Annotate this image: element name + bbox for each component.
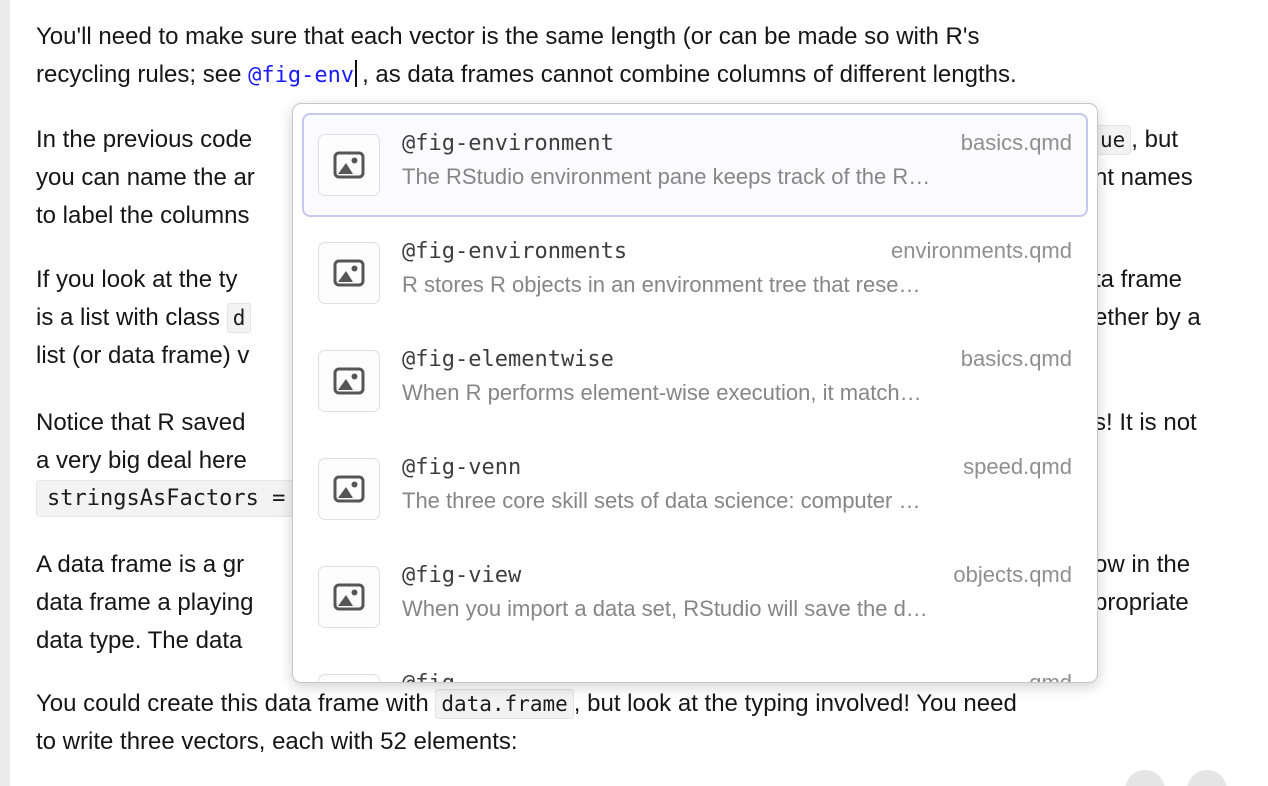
editor-line: to label the columns [0,197,1268,235]
paragraph-text: you can name the ar [36,164,255,191]
completion-item-partial[interactable]: @fig-… …qmd [302,653,1088,683]
editor-line: is a list with class d ether by a [0,299,1268,337]
editor-line: data type. The data [0,622,1268,660]
paragraph-text: ue, but [1094,121,1178,159]
editor-line: list (or data frame) v [0,337,1268,375]
image-icon [318,566,380,628]
completion-source-file: …qmd [1007,670,1072,683]
paragraph-text: You could create this data frame with [36,690,436,717]
inline-code: ue [1094,125,1132,155]
completion-description: The three core skill sets of data scienc… [402,488,921,513]
completion-item-fig-environment[interactable]: @fig-environment basics.qmd The RStudio … [302,113,1088,217]
paragraph-text: to write three vectors, each with 52 ele… [36,728,518,755]
editor-line: data frame a playing propriate [0,584,1268,622]
editor-gutter [0,0,10,786]
image-icon [318,674,380,682]
figure-reference: @fig-env [248,63,355,88]
paragraph-text: You could create this data frame with da… [36,685,1017,723]
completion-source-file: objects.qmd [953,562,1072,587]
completion-label: @fig-… [402,671,481,682]
completion-description: R stores R objects in an environment tre… [402,272,921,297]
completion-label: @fig-venn [402,455,522,480]
paragraph-text: to label the columns [36,202,250,229]
completion-item-body: @fig-… …qmd [402,670,1072,683]
paragraph-text: propriate [1094,589,1189,616]
inline-code-line: stringsAsFactors = [36,480,297,517]
completion-item-fig-environments[interactable]: @fig-environments environments.qmd R sto… [302,221,1088,325]
image-icon [318,134,380,196]
completion-source-file: speed.qmd [963,454,1072,479]
editor-line: Notice that R saved s! It is not [0,404,1268,442]
editor-line: You'll need to make sure that each vecto… [0,18,1268,56]
paragraph-text: recycling rules; see @fig-env , as data f… [36,56,1017,95]
image-icon [318,458,380,520]
paragraph-text: is a list with class [36,304,227,331]
paragraph-text: data frame a playing [36,589,254,616]
paragraph-text: ta frame [1094,266,1183,293]
paragraph-text: ether by a [1094,304,1201,331]
completion-item-body: @fig-venn speed.qmd The three core skill… [402,454,1072,514]
completion-label: @fig-elementwise [402,347,614,372]
editor-line: a very big deal here [0,442,1268,480]
paragraph-text: list (or data frame) v [36,342,250,369]
completion-item-body: @fig-elementwise basics.qmd When R perfo… [402,346,1072,406]
figure-reference-completion-popup: @fig-environment basics.qmd The RStudio … [292,103,1098,683]
editor-line: You could create this data frame with da… [0,685,1268,723]
editor-line: In the previous code ue, but [0,121,1268,159]
completion-source-file: environments.qmd [891,238,1072,263]
image-icon [318,242,380,304]
paragraph-text: You'll need to make sure that each vecto… [36,23,980,50]
completion-label: @fig-environment [402,131,614,156]
paragraph-text: recycling rules; see [36,61,249,88]
editor-line: to write three vectors, each with 52 ele… [0,723,1268,761]
paragraph-text: s! It is not [1094,409,1197,436]
completion-item-fig-venn[interactable]: @fig-venn speed.qmd The three core skill… [302,437,1088,541]
completion-item-body: @fig-environment basics.qmd The RStudio … [402,130,1072,190]
image-icon [318,350,380,412]
paragraph-text: is a list with class d [36,299,252,337]
paragraph-text: If you look at the ty [36,266,238,293]
completion-item-body: @fig-environments environments.qmd R sto… [402,238,1072,298]
paragraph-text: data type. The data [36,627,243,654]
completion-description: When you import a data set, RStudio will… [402,596,928,621]
paragraph-text: , but look at the typing involved! You n… [573,690,1017,717]
paragraph-text: Notice that R saved [36,409,246,436]
editor-nav-button-right[interactable] [1187,770,1227,786]
editor-line: If you look at the ty ta frame [0,261,1268,299]
editor-line: you can name the ar nt names [0,159,1268,197]
paragraph-text: ow in the [1094,551,1191,578]
editor-line: recycling rules; see @fig-env , as data f… [0,56,1268,94]
paragraph-text: , but [1131,126,1178,153]
completion-source-file: basics.qmd [960,346,1072,371]
paragraph-text: nt names [1094,164,1193,191]
completion-description: The RStudio environment pane keeps track… [402,164,931,189]
completion-description: When R performs element-wise execution, … [402,380,922,405]
completion-label: @fig-environments [402,239,628,264]
completion-item-body: @fig-view objects.qmd When you import a … [402,562,1072,622]
completion-item-fig-elementwise[interactable]: @fig-elementwise basics.qmd When R perfo… [302,329,1088,433]
paragraph-text: , as data frames cannot combine columns … [362,61,1017,88]
completion-source-file: basics.qmd [960,130,1072,155]
inline-code: data.frame [435,689,574,719]
editor-line: A data frame is a gr ow in the [0,546,1268,584]
paragraph-text: In the previous code [36,126,253,153]
editor-nav-button-left[interactable] [1125,770,1165,786]
completion-label: @fig-view [402,563,522,588]
text-cursor [355,60,358,87]
inline-code: d [226,303,252,333]
paragraph-text: A data frame is a gr [36,551,245,578]
completion-item-fig-view[interactable]: @fig-view objects.qmd When you import a … [302,545,1088,649]
paragraph-text: a very big deal here [36,447,247,474]
